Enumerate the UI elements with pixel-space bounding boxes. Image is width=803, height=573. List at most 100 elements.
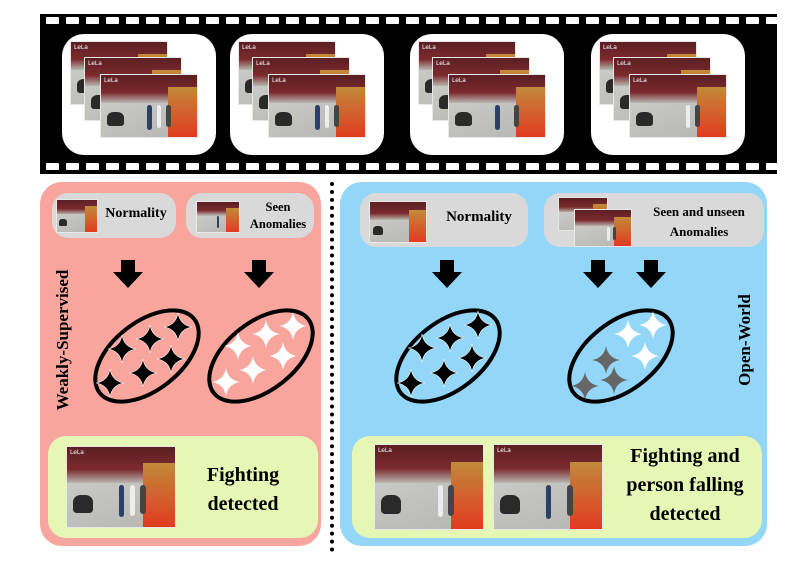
- film-hole: [126, 17, 139, 24]
- film-frame-2: LeLa LeLa LeLa: [230, 34, 384, 155]
- film-hole: [486, 163, 499, 170]
- film-hole: [306, 163, 319, 170]
- star-icon: [128, 358, 158, 388]
- normal-cluster-ellipse: [394, 308, 502, 404]
- film-hole: [226, 163, 239, 170]
- film-hole: [766, 17, 779, 24]
- film-hole: [526, 163, 539, 170]
- film-hole: [546, 17, 559, 24]
- result-text-right: Fighting and person falling detected: [626, 445, 744, 525]
- film-hole: [146, 163, 159, 170]
- film-hole: [46, 163, 59, 170]
- film-hole: [626, 17, 639, 24]
- anomalies-label: Seen and unseen Anomalies: [653, 204, 745, 239]
- down-arrow-icon: [113, 260, 143, 288]
- video-thumbnail: LeLa: [493, 444, 603, 530]
- normality-label: Normality: [105, 206, 167, 221]
- film-hole: [286, 163, 299, 170]
- film-hole: [486, 17, 499, 24]
- film-hole: [446, 163, 459, 170]
- film-hole: [426, 163, 439, 170]
- film-strip: LeLa LeLa LeLa LeLa LeLa LeLa LeLa LeLa …: [40, 14, 779, 174]
- film-hole: [306, 17, 319, 24]
- star-icon: [429, 358, 459, 388]
- film-hole: [146, 17, 159, 24]
- film-hole: [686, 17, 699, 24]
- film-hole: [206, 163, 219, 170]
- seen-unseen-cluster-ellipse: [567, 308, 675, 404]
- film-hole: [646, 17, 659, 24]
- film-hole: [446, 17, 459, 24]
- film-hole: [326, 17, 339, 24]
- result-box-left: LeLa Fighting detected: [48, 436, 318, 538]
- film-hole: [426, 17, 439, 24]
- film-hole: [66, 17, 79, 24]
- film-hole: [606, 163, 619, 170]
- film-hole: [706, 163, 719, 170]
- film-hole: [506, 17, 519, 24]
- film-hole: [346, 17, 359, 24]
- star-icon: [163, 312, 193, 342]
- star-icon: [212, 368, 240, 396]
- film-hole: [166, 17, 179, 24]
- video-thumbnail: LeLa: [448, 74, 546, 138]
- result-text-left: Fighting detected: [206, 464, 280, 515]
- seen-unseen-anomalies-pill: Seen and unseen Anomalies: [544, 193, 764, 247]
- star-icon: [435, 323, 465, 353]
- star-icon: [135, 324, 165, 354]
- film-hole: [666, 17, 679, 24]
- normal-cluster-ellipse: [93, 308, 201, 404]
- film-hole: [186, 17, 199, 24]
- film-hole: [266, 17, 279, 24]
- film-hole: [546, 163, 559, 170]
- film-hole: [66, 163, 79, 170]
- film-holes-bottom: [40, 163, 779, 171]
- film-hole: [686, 163, 699, 170]
- star-icon: [224, 332, 252, 360]
- star-icon: [269, 342, 297, 370]
- anomaly-cluster-ellipse: [207, 308, 315, 404]
- film-hole: [326, 163, 339, 170]
- film-hole: [566, 17, 579, 24]
- film-hole: [626, 163, 639, 170]
- film-hole: [46, 17, 59, 24]
- film-hole: [286, 17, 299, 24]
- down-arrow-icon: [432, 260, 462, 288]
- normality-pill-left: Normality: [52, 193, 176, 238]
- video-thumbnail: [574, 209, 632, 247]
- film-hole: [366, 163, 379, 170]
- film-holes-top: [40, 17, 779, 25]
- film-hole: [726, 17, 739, 24]
- star-icon: [600, 366, 628, 394]
- star-icon: [614, 320, 642, 348]
- film-hole: [646, 163, 659, 170]
- film-hole: [206, 17, 219, 24]
- down-arrow-icon: [583, 260, 613, 288]
- film-hole: [586, 163, 599, 170]
- film-hole: [746, 17, 759, 24]
- film-hole: [726, 163, 739, 170]
- film-hole: [186, 163, 199, 170]
- film-hole: [566, 163, 579, 170]
- dotted-divider: [330, 182, 334, 552]
- star-icon: [592, 346, 620, 374]
- film-hole: [246, 17, 259, 24]
- down-arrow-icon: [636, 260, 666, 288]
- film-hole: [266, 163, 279, 170]
- video-thumbnail: LeLa: [66, 446, 176, 528]
- film-hole: [406, 17, 419, 24]
- film-frame-1: LeLa LeLa LeLa: [62, 34, 216, 155]
- film-hole: [706, 17, 719, 24]
- film-hole: [586, 17, 599, 24]
- film-hole: [246, 163, 259, 170]
- star-icon: [457, 343, 487, 373]
- film-hole: [386, 17, 399, 24]
- film-hole: [166, 163, 179, 170]
- film-hole: [226, 17, 239, 24]
- video-thumbnail: LeLa: [629, 74, 727, 138]
- film-hole: [366, 17, 379, 24]
- normality-label: Normality: [446, 209, 512, 225]
- film-hole: [746, 163, 759, 170]
- film-hole: [466, 163, 479, 170]
- film-frame-3: LeLa LeLa LeLa: [410, 34, 564, 155]
